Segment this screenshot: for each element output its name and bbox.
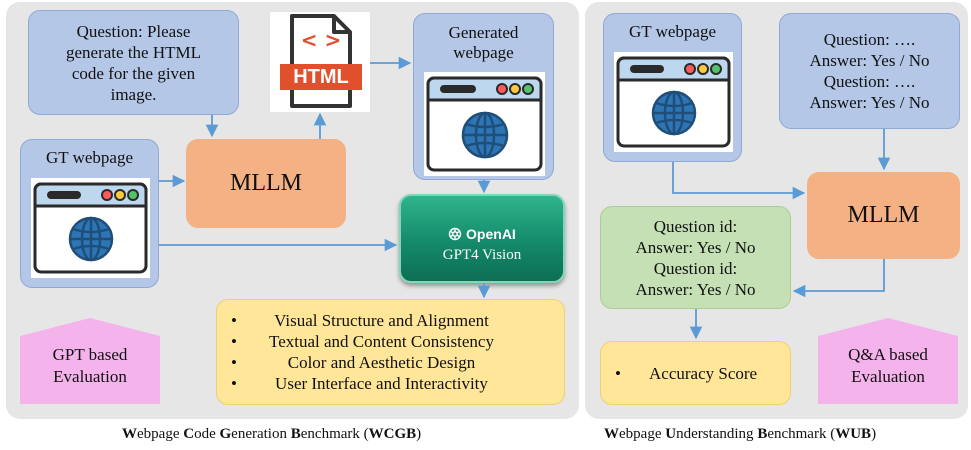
wub-mllm-label: MLLM bbox=[847, 202, 920, 228]
wcgb-question-box: Question: Please generate the HTML code … bbox=[28, 10, 239, 115]
wcgb-gt-webpage-box: GT webpage bbox=[20, 139, 159, 288]
caption-bold: G bbox=[219, 426, 232, 442]
wcgb-question-line-2: generate the HTML bbox=[66, 42, 201, 62]
openai-label: OpenAI bbox=[466, 226, 516, 242]
openai-label-row: OpenAI bbox=[401, 226, 563, 242]
caption-text: ebpage bbox=[619, 426, 666, 442]
gpt-eval-line-2: Evaluation bbox=[53, 367, 127, 386]
html-file-label: HTML bbox=[293, 66, 349, 88]
caption-bold: B bbox=[290, 426, 301, 442]
browser-window-icon bbox=[614, 52, 733, 152]
wub-gt-label: GT webpage bbox=[628, 22, 717, 41]
wub-qa-box: Question: …. Answer: Yes / No Question: … bbox=[779, 13, 960, 129]
criteria-item: •Color and Aesthetic Design bbox=[231, 353, 476, 372]
openai-logo-icon bbox=[448, 227, 462, 241]
globe-icon bbox=[68, 216, 114, 262]
wub-caption: Webpage Understanding Benchmark (WUB) bbox=[604, 426, 876, 443]
wub-qa-line-3: Question: …. bbox=[823, 72, 916, 91]
caption-text: nderstanding bbox=[676, 426, 758, 442]
caption-text: enchmark ( bbox=[767, 426, 836, 442]
caption-bold: C bbox=[183, 426, 195, 442]
caption-bold: W bbox=[122, 426, 137, 442]
caption-bold: WCGB bbox=[368, 426, 417, 442]
browser-window-icon bbox=[424, 72, 545, 176]
arrow-mllm-to-answers bbox=[792, 259, 885, 298]
wcgb-question-line-1: Question: Please bbox=[76, 21, 191, 41]
gpt4-vision-label: GPT4 Vision bbox=[442, 247, 522, 263]
gpt4-vision-box: OpenAI GPT4 Vision bbox=[399, 194, 565, 283]
caption-text: ebpage bbox=[137, 426, 184, 442]
wcgb-question-line-4: image. bbox=[110, 84, 157, 104]
caption-text: ) bbox=[416, 426, 422, 442]
generated-label-1: Generated bbox=[448, 23, 519, 42]
caption-bold: W bbox=[604, 426, 619, 442]
caption-bold: B bbox=[757, 426, 768, 442]
caption-bold: U bbox=[665, 426, 677, 442]
qa-eval-line-1: Q&A based bbox=[848, 345, 928, 364]
wub-answer-line-2: Answer: Yes / No bbox=[635, 237, 756, 257]
qa-evaluation-badge: Q&A based Evaluation bbox=[818, 318, 958, 404]
gpt-eval-line-1: GPT based bbox=[52, 345, 128, 364]
caption-text: ) bbox=[871, 426, 877, 442]
wub-qa-line-4: Answer: Yes / No bbox=[809, 93, 930, 112]
generated-label-2: webpage bbox=[453, 43, 514, 62]
globe-icon bbox=[461, 111, 509, 159]
criteria-item: •Visual Structure and Alignment bbox=[231, 311, 489, 330]
wub-answer-line-4: Answer: Yes / No bbox=[635, 279, 756, 299]
qa-eval-line-2: Evaluation bbox=[851, 367, 925, 386]
accuracy-score-label: Accuracy Score bbox=[649, 364, 758, 383]
generated-webpage-box: Generated webpage bbox=[413, 13, 554, 180]
html-file-icon: < > HTML bbox=[270, 12, 370, 112]
arrow-wub-gt-to-mllm bbox=[672, 162, 806, 200]
html-tag-glyph: < > bbox=[300, 28, 342, 52]
wub-gt-webpage-box: GT webpage bbox=[603, 13, 742, 162]
criteria-text: Textual and Content Consistency bbox=[269, 332, 494, 351]
browser-window-icon bbox=[31, 178, 150, 278]
wcgb-question-line-3: code for the given bbox=[71, 63, 196, 83]
accuracy-bullet: • bbox=[615, 364, 621, 383]
criteria-text: Visual Structure and Alignment bbox=[274, 311, 489, 330]
globe-icon bbox=[651, 90, 697, 136]
accuracy-score-box: • Accuracy Score bbox=[600, 341, 791, 405]
criteria-box: •Visual Structure and Alignment •Textual… bbox=[216, 299, 565, 405]
wub-answer-line-3: Question id: bbox=[653, 258, 738, 278]
wcgb-caption: Webpage Code Generation Benchmark (WCGB) bbox=[122, 426, 421, 443]
caption-text: eneration bbox=[231, 426, 291, 442]
caption-text: ode bbox=[194, 426, 220, 442]
wub-qa-line-1: Question: …. bbox=[823, 30, 916, 49]
wcgb-gt-label: GT webpage bbox=[45, 148, 134, 167]
caption-text: enchmark ( bbox=[300, 426, 369, 442]
criteria-item: •User Interface and Interactivity bbox=[231, 374, 488, 393]
criteria-text: Color and Aesthetic Design bbox=[287, 353, 476, 372]
wub-qa-line-2: Answer: Yes / No bbox=[809, 51, 930, 70]
gpt-evaluation-badge: GPT based Evaluation bbox=[20, 318, 160, 404]
wub-answer-line-1: Question id: bbox=[653, 216, 738, 236]
wcgb-mllm-box: MLLM bbox=[186, 139, 346, 228]
caption-bold: WUB bbox=[835, 426, 872, 442]
criteria-text: User Interface and Interactivity bbox=[275, 374, 488, 393]
wcgb-mllm-label: MLLM bbox=[230, 170, 302, 196]
wub-answers-box: Question id: Answer: Yes / No Question i… bbox=[600, 206, 791, 309]
criteria-item: •Textual and Content Consistency bbox=[231, 332, 494, 351]
wub-mllm-box: MLLM bbox=[807, 172, 960, 259]
